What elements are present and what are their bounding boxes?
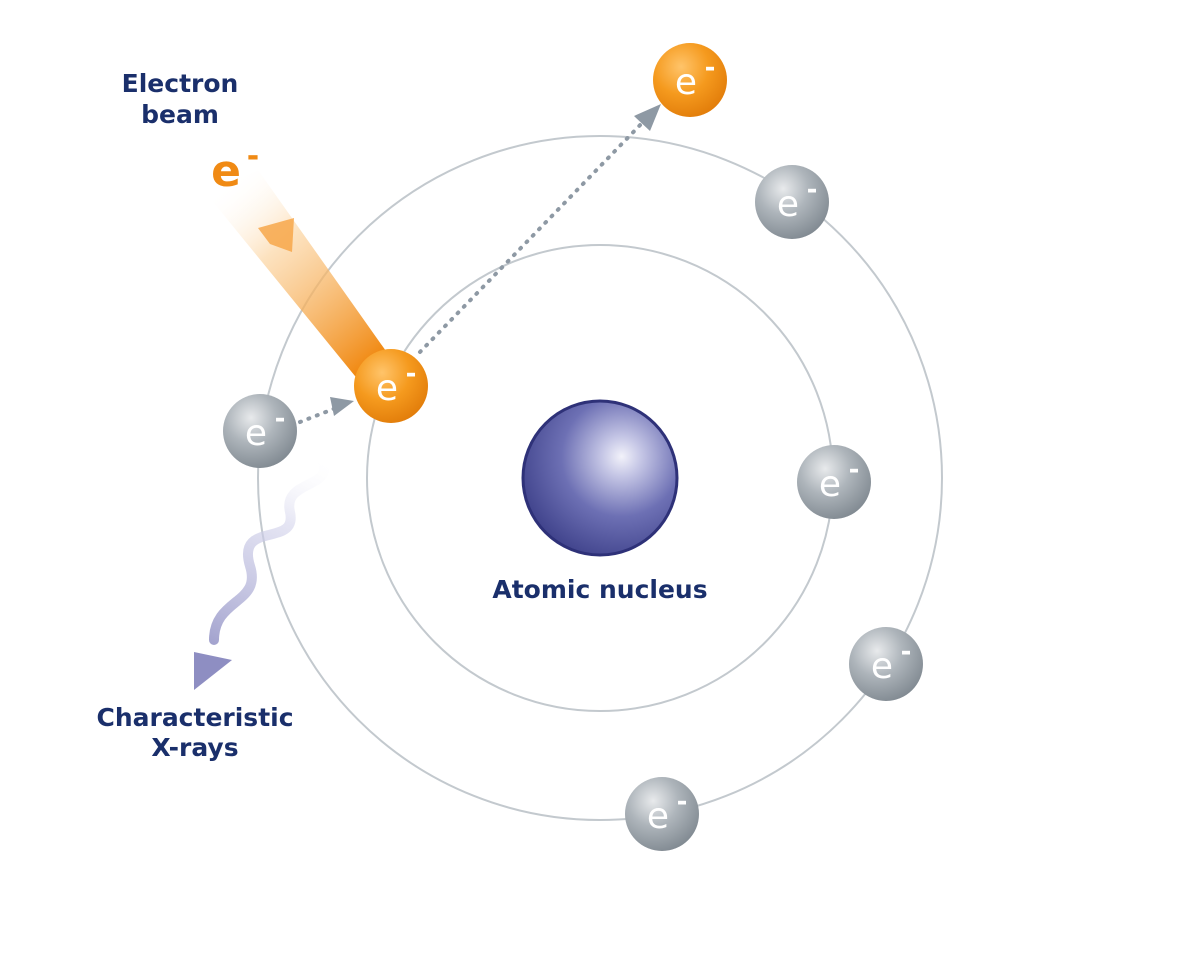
xrays-label-line1: Characteristic — [96, 703, 293, 732]
beam-arrow-icon — [258, 218, 294, 252]
svg-text:-: - — [849, 455, 860, 485]
electron-incident: e - — [354, 349, 428, 423]
svg-text:e: e — [675, 62, 697, 103]
electron-ejected: e - — [653, 43, 727, 117]
electron-beam-label-line1: Electron — [122, 69, 239, 98]
svg-text:-: - — [705, 53, 716, 83]
svg-text:-: - — [901, 637, 912, 667]
svg-text:e: e — [211, 146, 241, 197]
electron-inner-right: e - — [797, 445, 871, 519]
electron-beam — [205, 170, 405, 392]
svg-text:-: - — [247, 139, 259, 174]
svg-text:e: e — [871, 646, 893, 687]
beam-electron-symbol: e - — [211, 139, 259, 197]
svg-text:e: e — [647, 796, 669, 837]
svg-text:e: e — [777, 184, 799, 225]
electron-inner-left: e - — [223, 394, 297, 468]
transition-path — [298, 406, 338, 424]
svg-text:e: e — [376, 368, 398, 409]
electron-outer-top-right: e - — [755, 165, 829, 239]
electron-outer-bottom: e - — [625, 777, 699, 851]
atomic-nucleus — [521, 399, 679, 557]
xrays-label-line2: X-rays — [151, 733, 238, 762]
transition-arrow-icon — [330, 397, 354, 416]
svg-text:-: - — [406, 359, 417, 389]
electron-outer-right: e - — [849, 627, 923, 701]
ejection-arrow-icon — [634, 104, 661, 131]
xray-wave — [209, 451, 330, 645]
svg-text:e: e — [245, 413, 267, 454]
svg-text:e: e — [819, 464, 841, 505]
outer-orbit — [257, 135, 943, 821]
ejection-path — [418, 118, 647, 354]
xray-arrow-icon — [194, 652, 232, 690]
svg-text:-: - — [677, 787, 688, 817]
electron-beam-label-line2: beam — [141, 100, 219, 129]
svg-text:-: - — [275, 404, 286, 434]
svg-text:-: - — [807, 175, 818, 205]
atomic-nucleus-label: Atomic nucleus — [492, 575, 707, 604]
